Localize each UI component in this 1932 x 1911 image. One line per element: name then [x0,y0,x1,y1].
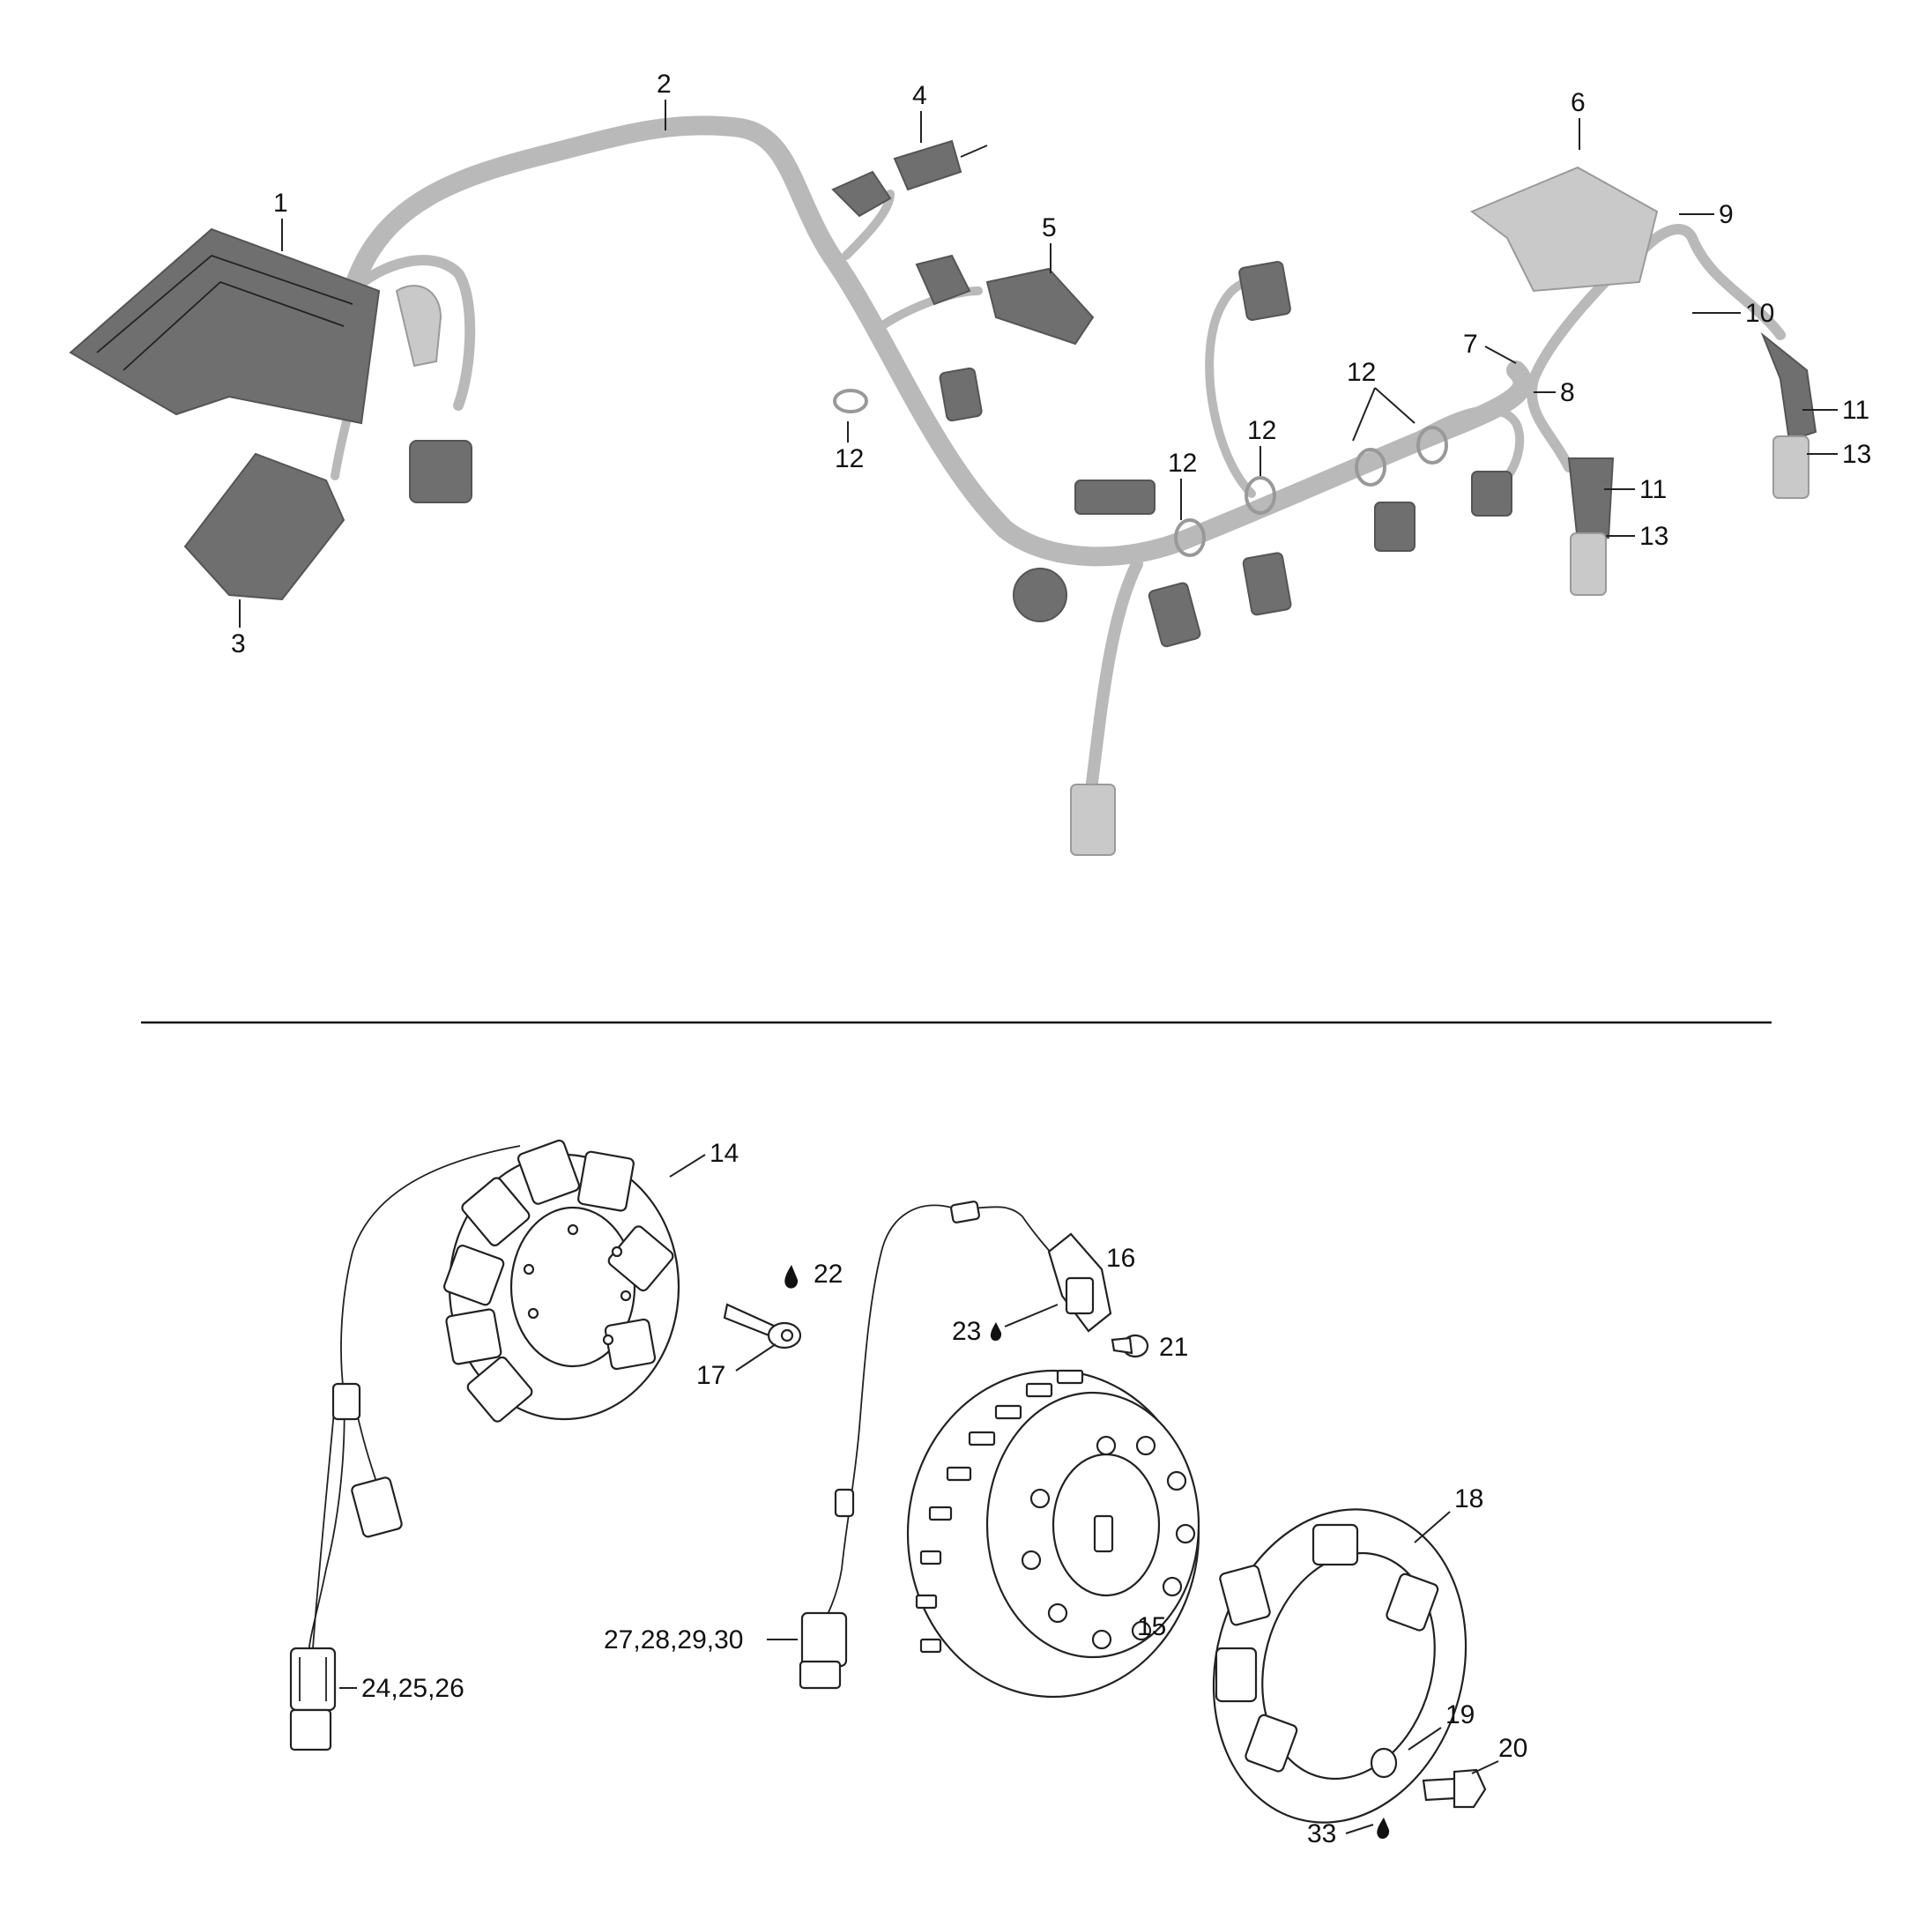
connector-a [1148,582,1201,648]
clip-12-a [833,389,868,413]
clip-12-c [1245,476,1276,515]
plug-cap-11-right [1760,331,1817,442]
callout-1: 1 [273,189,288,218]
connector-top [1238,261,1291,321]
callout-5: 5 [1042,213,1057,242]
connector-lower-pigtail [1070,784,1116,856]
connector-d [1471,471,1512,517]
callout-12-left: 12 [835,444,864,473]
coil-lead-9-10 [1625,224,1786,340]
connector-24-25-26 [289,1647,337,1751]
ignition-coil-6 [1470,166,1659,293]
connector-stator-mid [351,1476,403,1538]
callout-11-left: 11 [1639,475,1667,504]
callout-7: 7 [1463,330,1478,359]
callout-11-right: 11 [1842,396,1869,425]
callout-13-right: 13 [1842,440,1871,469]
harness-branch-ecm [347,255,476,411]
drop-icon [1377,1818,1390,1839]
drop-icon [784,1265,799,1289]
flywheel-15 [906,1369,1200,1699]
callout-4: 4 [912,81,927,110]
upper-callouts: 1 2 3 4 5 6 7 8 9 10 11 11 13 13 12 12 1… [231,70,1871,658]
spark-plug-13-right [1772,435,1809,499]
wiring-harness-section [69,115,1817,856]
callout-6: 6 [1571,88,1586,117]
callout-18: 18 [1454,1484,1483,1513]
callout-12-right: 12 [1347,358,1376,387]
connector-4 [831,139,988,218]
connector-round [1013,568,1067,622]
callout-22: 22 [814,1260,843,1289]
connector-c [1374,502,1416,552]
callout-9: 9 [1719,200,1734,229]
spark-plug-13-left [1570,532,1607,596]
clip-ecm [395,285,442,368]
connector-mid-left [939,367,983,422]
callout-17: 17 [696,1361,725,1390]
callout-16: 16 [1106,1244,1135,1273]
callout-20: 20 [1498,1734,1527,1763]
callout-21: 21 [1159,1333,1188,1362]
plug-cap-11-left [1567,457,1615,544]
clip-12-b [1174,518,1206,557]
connector-b [1242,552,1292,616]
screw-17 [723,1303,802,1350]
sensor-5 [915,254,1095,346]
callout-12-mid-a: 12 [1168,449,1197,478]
wire-sleeve-bottom [834,1488,855,1518]
wire-sleeve-top [950,1201,980,1223]
connector-ecm-side [409,440,472,503]
stator-14 [442,1139,680,1423]
callout-23: 23 [952,1317,981,1346]
callout-33: 33 [1307,1819,1336,1848]
lower-callouts: 14 15 16 17 18 19 20 21 22 23 24,25,26 2… [339,1139,1527,1848]
bolt-20 [1422,1768,1487,1809]
stator-wire-sleeve [331,1382,361,1421]
trigger-coil-wire [819,1204,1067,1632]
clip-12-e [1416,426,1448,465]
callout-3: 3 [231,629,246,658]
clip-12-d [1355,448,1386,487]
callout-19: 19 [1445,1700,1475,1729]
connector-27-28-29-30 [799,1611,848,1690]
screw-21 [1111,1334,1149,1358]
callout-2: 2 [657,70,672,99]
callout-8: 8 [1560,378,1575,407]
callout-10: 10 [1745,299,1774,328]
callout-14: 14 [710,1139,739,1168]
callout-24-25-26: 24,25,26 [361,1674,464,1703]
callout-15: 15 [1137,1612,1166,1641]
voltage-regulator [183,452,346,601]
connector-inline [1074,480,1155,515]
callout-13-left: 13 [1639,522,1668,551]
callout-12-mid-b: 12 [1247,416,1276,445]
trigger-coil-16 [1047,1232,1112,1333]
drop-icon [990,1322,1002,1342]
magneto-section [289,1139,1487,1839]
ecm-module [69,227,381,425]
starter-clutch-18 [1212,1508,1468,1824]
callout-27-28-29-30: 27,28,29,30 [604,1625,743,1654]
harness-branch-right [1406,405,1525,480]
main-harness [343,115,1533,567]
washer-19 [1370,1747,1398,1779]
